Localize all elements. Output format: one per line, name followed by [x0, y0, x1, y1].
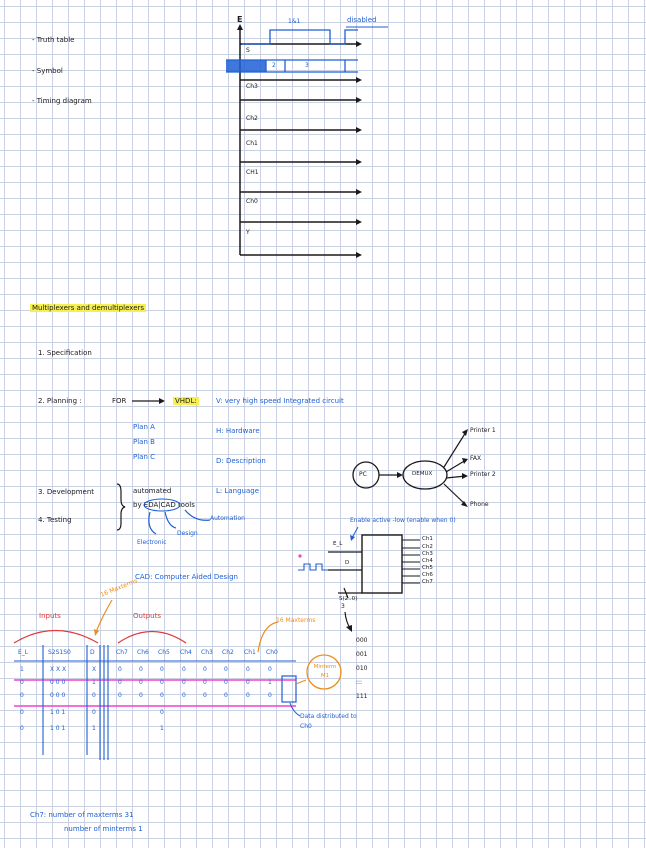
- truth-table-header: Ch4: [180, 650, 192, 656]
- truth-table-cell: 0: [139, 667, 143, 673]
- minterm-note: Minterm M1: [312, 663, 338, 681]
- truth-table-cell: 0: [20, 693, 24, 699]
- truth-table-cell: 0: [246, 693, 250, 699]
- truth-table-cell: 1: [268, 680, 272, 686]
- truth-table-header: Ch0: [266, 650, 278, 656]
- truth-table-cell: 0: [203, 693, 207, 699]
- truth-table-header: Ch2: [222, 650, 234, 656]
- truth-table-cell: 0: [224, 667, 228, 673]
- note-16-maxterms-right: 16 Maxterms: [276, 618, 315, 624]
- truth-table-cell: 0: [160, 680, 164, 686]
- truth-table-cell: 0: [139, 680, 143, 686]
- truth-table-cell: 0: [118, 693, 122, 699]
- truth-table-cell: 0: [268, 693, 272, 699]
- truth-table-header: S2S1S0: [48, 650, 71, 656]
- truth-table-cell: 0: [203, 667, 207, 673]
- truth-table-cell: 1 0 1: [50, 710, 65, 716]
- truth-table-cell: 0: [224, 693, 228, 699]
- truth-table-cell: 0: [182, 693, 186, 699]
- truth-table-cell: 0 0 0: [50, 680, 65, 686]
- inputs-label: Inputs: [39, 613, 61, 620]
- truth-table-cell: X: [92, 667, 96, 673]
- truth-table-header: Ch6: [137, 650, 149, 656]
- truth-table-header: Ch7: [116, 650, 128, 656]
- truth-table-cell: 0: [224, 680, 228, 686]
- truth-table-cell: 0: [139, 693, 143, 699]
- truth-table-cell: 0: [118, 680, 122, 686]
- truth-table-cell: 0: [160, 667, 164, 673]
- data-note: Data distributed to Ch0: [300, 712, 362, 731]
- outputs-label: Outputs: [133, 613, 161, 620]
- truth-table-cell: 0: [92, 693, 96, 699]
- truth-table-cell: 0: [160, 710, 164, 716]
- truth-table-header: E_L: [18, 650, 28, 656]
- footer-line1: Ch7: number of maxterms 31: [30, 812, 134, 819]
- truth-table-cell: X X X: [50, 667, 66, 673]
- truth-table-cell: 0: [92, 710, 96, 716]
- truth-table-cell: 0: [268, 667, 272, 673]
- truth-table-cell: 0: [246, 667, 250, 673]
- truth-table-header: Ch1: [244, 650, 256, 656]
- truth-table-cell: 1 0 1: [50, 726, 65, 732]
- truth-table-header: Ch5: [158, 650, 170, 656]
- truth-table-header: Ch3: [201, 650, 213, 656]
- truth-table-cell: 0: [160, 693, 164, 699]
- truth-table-header: D: [90, 650, 95, 656]
- truth-table-cell: 0: [118, 667, 122, 673]
- truth-table-cell: 0: [203, 680, 207, 686]
- truth-table-cell: 0: [246, 680, 250, 686]
- truth-table-cell: 1: [92, 680, 96, 686]
- truth-table-cell: 0 0 0: [50, 693, 65, 699]
- truth-table-cell: 1: [160, 726, 164, 732]
- truth-table-cell: 0: [20, 726, 24, 732]
- truth-table-cell: 1: [92, 726, 96, 732]
- truth-table-cell: 0: [182, 667, 186, 673]
- truth-table-cell: 0: [20, 710, 24, 716]
- truth-table-cell: 0: [20, 680, 24, 686]
- footer-line2: number of minterms 1: [64, 826, 143, 833]
- truth-table-cell: 0: [182, 680, 186, 686]
- truth-table-cell: 1: [20, 667, 24, 673]
